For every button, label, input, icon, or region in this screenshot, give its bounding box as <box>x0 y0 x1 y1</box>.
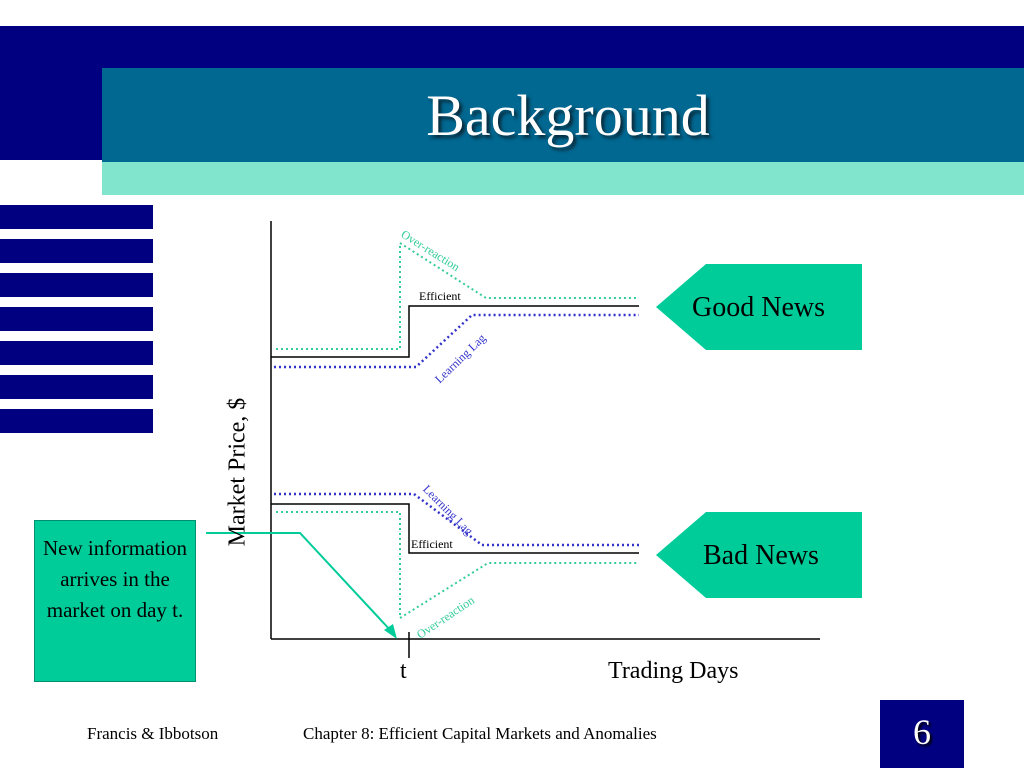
bad-news-efficient-line <box>271 503 639 554</box>
good-news-overreaction-line <box>276 241 639 350</box>
new-information-callout: New information arrives in the market on… <box>34 520 196 682</box>
bad-news-tag <box>656 512 862 598</box>
t-axis-label: t <box>400 658 407 684</box>
callout-pointer-line <box>206 532 393 633</box>
bad-news-efficient-label: Efficient <box>411 537 453 551</box>
bad-news-learning-lag-line <box>274 492 639 547</box>
good-news-learning-lag-line <box>274 313 639 369</box>
decorative-bar <box>0 273 153 297</box>
footer-authors: Francis & Ibbotson <box>87 724 219 743</box>
slide-title: Background <box>426 83 710 148</box>
title-band <box>102 68 1024 162</box>
mint-strip <box>102 162 1024 195</box>
good-news-label: Good News <box>692 292 825 323</box>
good-news-efficient-label: Efficient <box>419 289 461 303</box>
y-axis-label-text: Market Price, $ <box>224 397 251 547</box>
good-news-tag <box>656 264 862 350</box>
callout-arrowhead <box>384 624 397 639</box>
header-navy-block <box>0 26 102 160</box>
bad-news-label: Bad News <box>703 540 819 571</box>
footer-chapter: Chapter 8: Efficient Capital Markets and… <box>303 724 657 743</box>
bad-news-overreaction-line <box>276 511 639 620</box>
good-news-efficient-line <box>271 305 639 358</box>
page-number: 6 <box>880 700 964 768</box>
x-axis-label: Trading Days <box>608 658 739 684</box>
decorative-bar <box>0 341 153 365</box>
decorative-bar <box>0 409 153 433</box>
decorative-bar <box>0 307 153 331</box>
decorative-bar <box>0 239 153 263</box>
decorative-bar <box>0 375 153 399</box>
decorative-bar <box>0 205 153 229</box>
header-navy-strip <box>102 26 1024 68</box>
